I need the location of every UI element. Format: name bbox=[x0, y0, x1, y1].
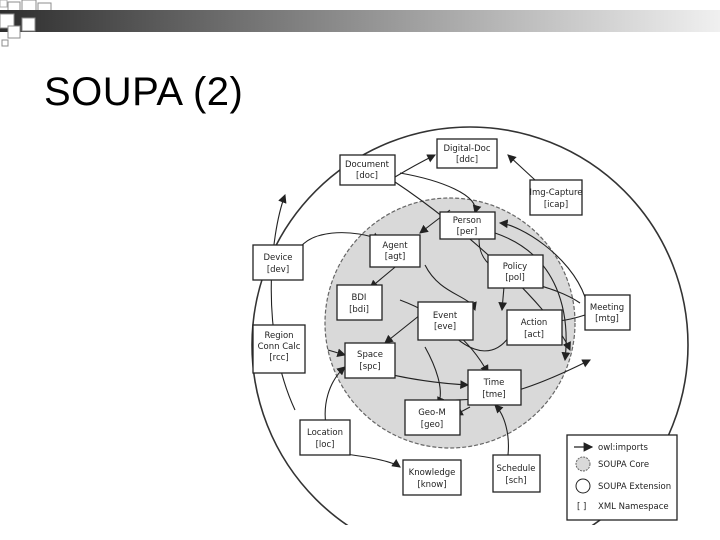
node-policy: Policy [pol] bbox=[487, 254, 544, 289]
svg-text:[doc]: [doc] bbox=[356, 171, 378, 181]
legend-core-swatch bbox=[575, 456, 591, 472]
node-time: Time [tme] bbox=[467, 369, 522, 406]
node-event: Event [eve] bbox=[417, 301, 474, 341]
svg-text:Device: Device bbox=[263, 253, 292, 263]
svg-text:Meeting: Meeting bbox=[590, 303, 624, 313]
soupa-ontology-diagram: Digital-Doc [ddc] Document [doc] Img-Cap… bbox=[251, 126, 689, 525]
svg-text:[geo]: [geo] bbox=[421, 420, 443, 430]
svg-text:[dev]: [dev] bbox=[267, 265, 289, 275]
node-knowledge: Knowledge [know] bbox=[402, 459, 462, 496]
node-agent: Agent [agt] bbox=[369, 234, 421, 268]
svg-text:[act]: [act] bbox=[524, 330, 544, 340]
svg-text:SOUPA Core: SOUPA Core bbox=[598, 460, 649, 470]
title-bar-gradient bbox=[0, 10, 720, 32]
svg-text:BDI: BDI bbox=[352, 293, 367, 303]
svg-text:Action: Action bbox=[521, 318, 548, 328]
node-person: Person [per] bbox=[439, 211, 496, 240]
node-meeting: Meeting [mtg] bbox=[584, 294, 631, 331]
svg-text:Region: Region bbox=[264, 331, 293, 341]
svg-text:Img-Capture: Img-Capture bbox=[529, 188, 582, 198]
svg-text:[rcc]: [rcc] bbox=[269, 353, 288, 363]
node-action: Action [act] bbox=[506, 309, 563, 346]
svg-text:[know]: [know] bbox=[417, 480, 446, 490]
legend-namespace-symbol: [ ] bbox=[577, 502, 586, 512]
node-space: Space [spc] bbox=[344, 342, 396, 379]
svg-text:[agt]: [agt] bbox=[385, 252, 406, 262]
svg-text:Event: Event bbox=[433, 311, 458, 321]
node-geo-m: Geo-M [geo] bbox=[404, 399, 461, 436]
node-document: Document [doc] bbox=[339, 154, 396, 186]
svg-text:Agent: Agent bbox=[382, 241, 408, 251]
svg-text:[sch]: [sch] bbox=[505, 476, 526, 486]
node-region-conn-calc: Region Conn Calc [rcc] bbox=[252, 324, 306, 374]
svg-text:Space: Space bbox=[357, 350, 383, 360]
node-digital-doc: Digital-Doc [ddc] bbox=[436, 138, 498, 169]
svg-text:[per]: [per] bbox=[457, 227, 478, 237]
slide-title: SOUPA (2) bbox=[44, 70, 244, 114]
svg-text:[pol]: [pol] bbox=[505, 273, 525, 283]
svg-text:[eve]: [eve] bbox=[434, 322, 456, 332]
svg-text:[icap]: [icap] bbox=[544, 200, 568, 210]
node-location: Location [loc] bbox=[299, 419, 351, 456]
svg-text:Policy: Policy bbox=[503, 262, 527, 272]
svg-text:[bdi]: [bdi] bbox=[349, 305, 369, 315]
node-schedule: Schedule [sch] bbox=[492, 454, 541, 493]
svg-text:[mtg]: [mtg] bbox=[595, 314, 619, 324]
svg-text:SOUPA Extension: SOUPA Extension bbox=[598, 482, 671, 492]
decorative-squares-front bbox=[0, 13, 36, 47]
svg-text:[ddc]: [ddc] bbox=[456, 155, 478, 165]
svg-text:Geo-M: Geo-M bbox=[418, 408, 446, 418]
svg-text:[loc]: [loc] bbox=[316, 440, 335, 450]
node-device: Device [dev] bbox=[252, 244, 304, 281]
svg-text:Digital-Doc: Digital-Doc bbox=[443, 144, 490, 154]
svg-text:Time: Time bbox=[483, 378, 505, 388]
svg-text:owl:imports: owl:imports bbox=[598, 443, 648, 453]
svg-text:Location: Location bbox=[307, 428, 343, 438]
node-bdi: BDI [bdi] bbox=[336, 284, 383, 321]
svg-text:XML Namespace: XML Namespace bbox=[598, 502, 669, 512]
node-img-capture: Img-Capture [icap] bbox=[529, 179, 583, 216]
svg-text:Document: Document bbox=[345, 160, 390, 170]
svg-text:Knowledge: Knowledge bbox=[409, 468, 456, 478]
svg-text:Person: Person bbox=[453, 216, 482, 226]
svg-text:[tme]: [tme] bbox=[482, 390, 505, 400]
svg-text:Conn Calc: Conn Calc bbox=[258, 342, 301, 352]
legend: owl:imports SOUPA Core SOUPA Extension [… bbox=[566, 434, 678, 521]
svg-text:Schedule: Schedule bbox=[496, 464, 535, 474]
legend-extension-swatch bbox=[575, 478, 591, 494]
svg-text:[spc]: [spc] bbox=[359, 362, 380, 372]
